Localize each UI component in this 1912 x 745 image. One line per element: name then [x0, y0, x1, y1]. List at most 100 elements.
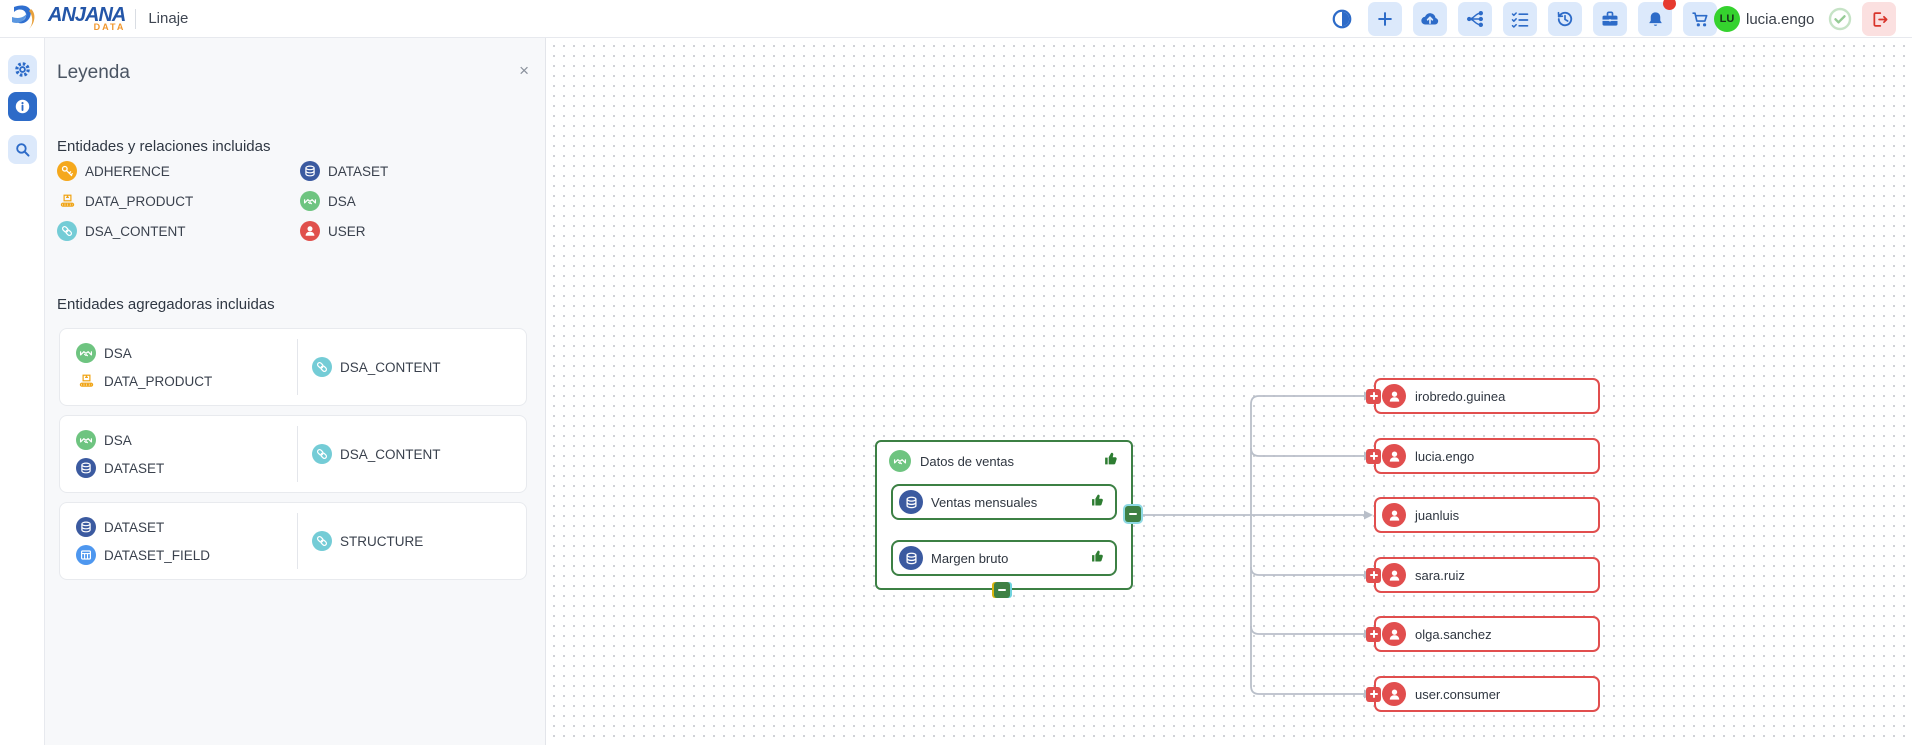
plus-icon [1378, 12, 1392, 26]
entities-legend-list: ADHERENCE DATASET DATA_PRODUCT DSA DSA_C… [57, 161, 527, 241]
chain-icon [312, 357, 332, 377]
dsa-group-title: Datos de ventas [920, 453, 1014, 469]
contrast-icon[interactable] [1330, 7, 1354, 31]
dsa-group-node[interactable]: Datos de ventas Ventas mensuales Margen [875, 440, 1133, 590]
expand-plus-button[interactable] [1366, 567, 1381, 583]
handshake-icon [76, 430, 96, 450]
cart-button[interactable] [1683, 2, 1717, 36]
database-icon [76, 517, 96, 537]
header-divider [135, 8, 137, 29]
handshake-icon [76, 343, 96, 363]
status-check-icon [1828, 7, 1852, 31]
conveyor-icon [57, 191, 77, 211]
lineage-button[interactable] [1458, 2, 1492, 36]
dataset-node-margen-bruto[interactable]: Margen bruto [891, 540, 1117, 576]
user-node[interactable]: sara.ruiz [1374, 557, 1600, 593]
legend-entity-dataset: DATASET [300, 161, 527, 181]
collapse-right-button[interactable] [1125, 506, 1141, 522]
legend-entity-dsa: DSA [300, 191, 527, 211]
chain-icon [312, 531, 332, 551]
lineage-graph-icon [1467, 11, 1483, 27]
user-node[interactable]: olga.sanchez [1374, 616, 1600, 652]
database-icon [899, 490, 923, 514]
logout-button[interactable] [1862, 2, 1896, 36]
left-icon-rail [0, 38, 45, 745]
add-button[interactable] [1368, 2, 1402, 36]
info-icon [15, 99, 30, 114]
anjana-logo[interactable]: ANJANA DATA [0, 3, 126, 35]
expand-plus-button[interactable] [1366, 686, 1381, 702]
user-avatar[interactable]: LU [1714, 6, 1740, 32]
user-icon [1382, 682, 1406, 706]
database-icon [899, 546, 923, 570]
gear-icon [15, 62, 30, 77]
expand-plus-button[interactable] [1366, 626, 1381, 642]
legend-panel: Leyenda × Entidades y relaciones incluid… [45, 38, 546, 745]
history-icon [1557, 11, 1573, 27]
aggregators-section-title: Entidades agregadoras incluidas [57, 296, 275, 313]
user-icon [1382, 384, 1406, 408]
notifications-button[interactable] [1638, 0, 1676, 36]
briefcase-icon [1602, 11, 1618, 26]
aggregator-card-dataset-field: DATASET DATASET_FIELD STRUCTURE [59, 502, 527, 580]
user-icon [1382, 563, 1406, 587]
key-icon [57, 161, 77, 181]
legend-entity-user: USER [300, 221, 527, 241]
expand-plus-button[interactable] [1366, 448, 1381, 464]
user-icon [1382, 444, 1406, 468]
logo-subtext: DATA [93, 22, 126, 32]
chain-icon [57, 221, 77, 241]
thumbs-up-icon [1091, 493, 1105, 512]
username[interactable]: lucia.engo [1746, 11, 1815, 28]
handshake-icon [889, 450, 911, 472]
cloud-upload-icon [1421, 13, 1439, 25]
history-button[interactable] [1548, 2, 1582, 36]
legend-entity-dsa-content: DSA_CONTENT [57, 221, 300, 241]
database-icon [300, 161, 320, 181]
aggregator-card-dsa-dataset: DSA DATASET DSA_CONTENT [59, 415, 527, 493]
notification-badge [1663, 0, 1676, 10]
user-icon [1382, 503, 1406, 527]
table-icon [76, 545, 96, 565]
logout-icon [1872, 11, 1887, 27]
chain-icon [312, 444, 332, 464]
lineage-canvas[interactable]: Datos de ventas Ventas mensuales Margen [546, 38, 1912, 745]
checklist-button[interactable] [1503, 2, 1537, 36]
thumbs-up-icon [1104, 451, 1119, 471]
top-header: ANJANA DATA Linaje [0, 0, 1912, 38]
user-icon [300, 221, 320, 241]
user-icon [1382, 622, 1406, 646]
anjana-logo-icon [12, 4, 35, 30]
dataset-node-title: Margen bruto [931, 550, 1009, 566]
page-title: Linaje [148, 10, 189, 27]
legend-title: Leyenda [57, 62, 130, 83]
user-node[interactable]: lucia.engo [1374, 438, 1600, 474]
handshake-icon [300, 191, 320, 211]
aggregator-card-dsa-data-product: DSA DATA_PRODUCT DSA_CONTENT [59, 328, 527, 406]
logo-text: ANJANA [48, 4, 126, 26]
collapse-bottom-button[interactable] [994, 582, 1010, 598]
legend-entity-data-product: DATA_PRODUCT [57, 191, 300, 211]
upload-button[interactable] [1413, 2, 1447, 36]
user-node[interactable]: user.consumer [1374, 676, 1600, 712]
bell-icon [1648, 11, 1662, 26]
edge-connectors [1141, 391, 1373, 699]
thumbs-up-icon [1091, 549, 1105, 568]
briefcase-button[interactable] [1593, 2, 1627, 36]
dataset-node-ventas-mensuales[interactable]: Ventas mensuales [891, 484, 1117, 520]
search-button[interactable] [8, 135, 37, 164]
checklist-icon [1511, 12, 1529, 28]
user-node[interactable]: juanluis [1374, 497, 1600, 533]
cart-icon [1692, 12, 1708, 27]
user-node[interactable]: irobredo.guinea [1374, 378, 1600, 414]
search-icon [16, 143, 30, 157]
info-button[interactable] [8, 92, 37, 121]
close-icon[interactable]: × [519, 61, 529, 80]
legend-entity-adherence: ADHERENCE [57, 161, 300, 181]
dataset-node-title: Ventas mensuales [931, 494, 1038, 510]
expand-plus-button[interactable] [1366, 388, 1381, 404]
conveyor-icon [76, 371, 96, 391]
settings-button[interactable] [8, 55, 37, 84]
entities-section-title: Entidades y relaciones incluidas [57, 138, 271, 155]
